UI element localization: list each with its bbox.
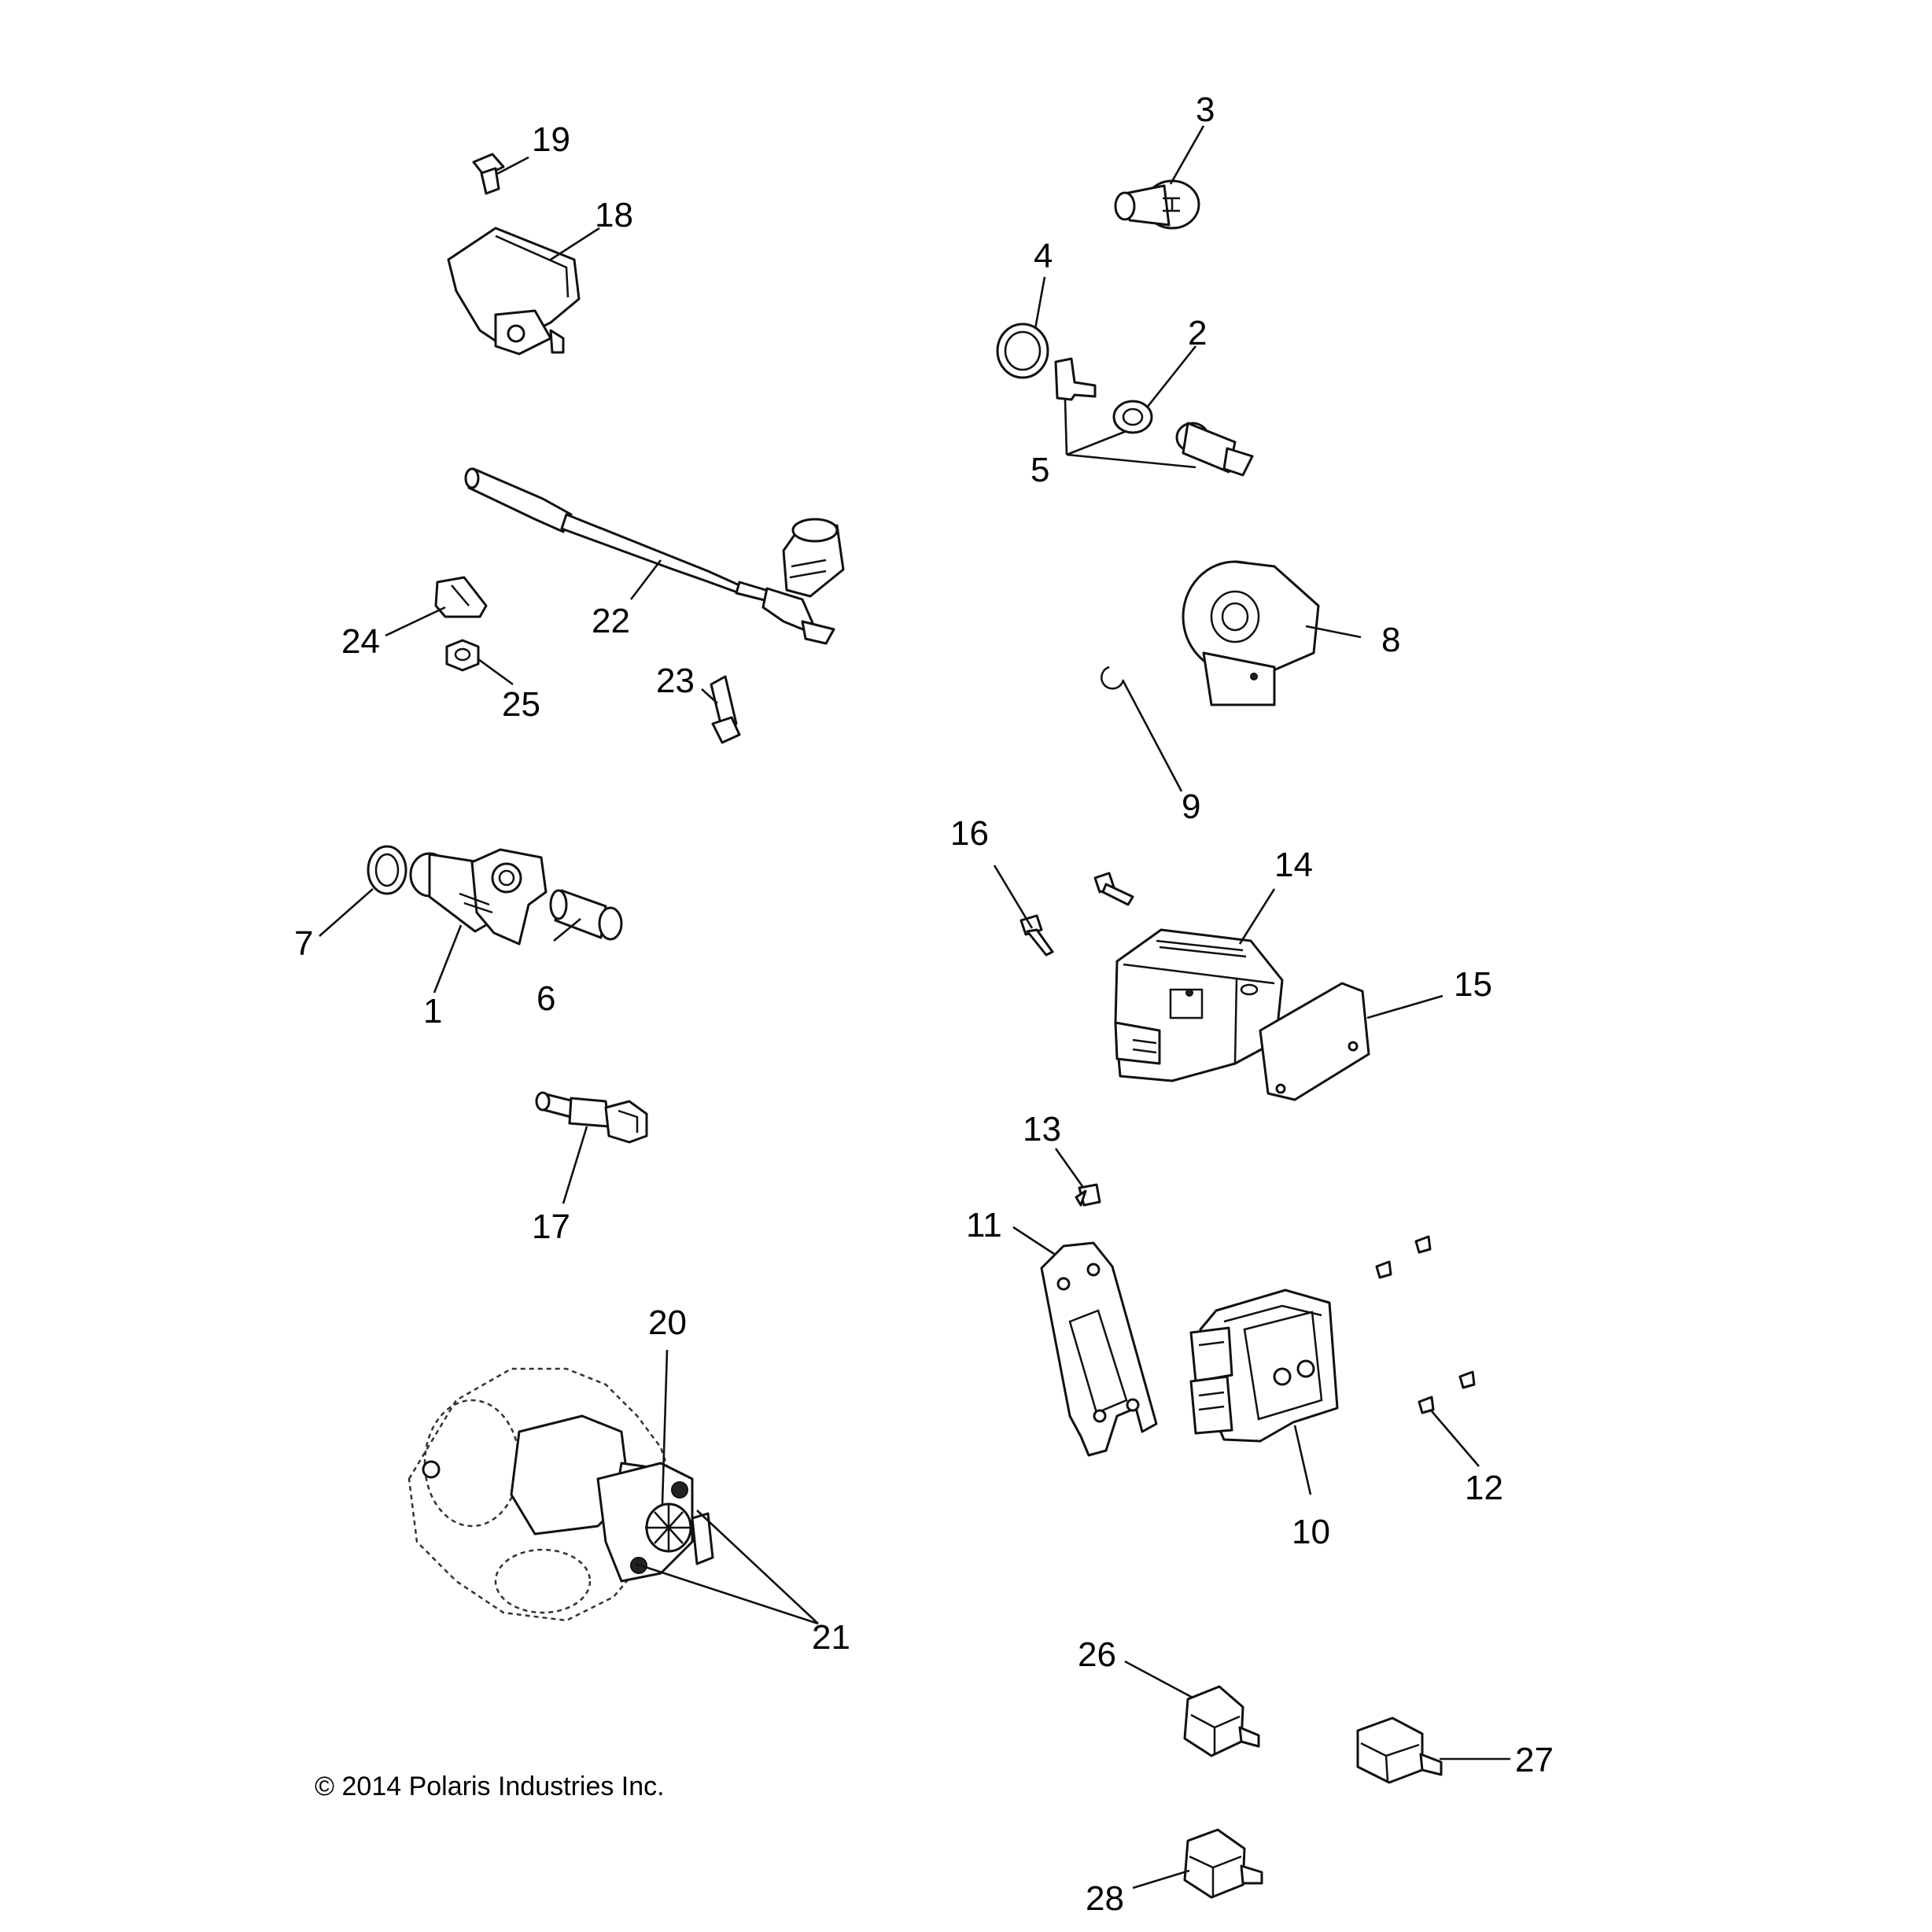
callout-26: 26 [1078, 1635, 1116, 1674]
callout-labels: 19 18 3 4 2 5 8 9 22 24 25 23 7 1 6 17 1… [294, 90, 1554, 1918]
callout-23: 23 [656, 662, 695, 700]
callout-10: 10 [1292, 1513, 1330, 1551]
callout-8: 8 [1381, 621, 1400, 659]
callout-1: 1 [423, 992, 442, 1031]
part-14-housing [1114, 928, 1284, 1082]
part-20-throttle-body [407, 1367, 714, 1622]
part-27-switch [1356, 1716, 1443, 1784]
callout-25: 25 [502, 685, 540, 724]
part-26-switch [1183, 1685, 1260, 1757]
callout-28: 28 [1086, 1879, 1124, 1918]
callout-24: 24 [341, 622, 380, 661]
part-24-clamp [434, 576, 488, 618]
callout-17: 17 [532, 1208, 570, 1246]
part-17-temp-sensor [535, 1091, 648, 1144]
callout-19: 19 [532, 120, 570, 159]
part-13-screw [1075, 1183, 1101, 1207]
part-5-sensor [1175, 422, 1254, 477]
part-5-tab [1054, 357, 1097, 401]
callout-20: 20 [648, 1303, 687, 1342]
callout-18: 18 [595, 196, 633, 234]
part-14-screw [1093, 872, 1134, 906]
part-25-nut [445, 639, 480, 672]
callout-11: 11 [966, 1206, 1002, 1244]
part-7-o-ring [367, 845, 407, 895]
copyright-notice: © 2014 Polaris Industries Inc. [315, 1772, 665, 1801]
part-11-bracket [1040, 1241, 1158, 1457]
part-4-cap [996, 323, 1049, 379]
part-2-washer [1112, 400, 1153, 434]
callout-9: 9 [1182, 787, 1200, 826]
part-6-dowel [549, 889, 623, 941]
callout-14: 14 [1274, 846, 1313, 884]
callout-2: 2 [1188, 314, 1207, 352]
callout-4: 4 [1034, 237, 1053, 275]
callout-22: 22 [592, 602, 630, 640]
part-10-ecu [1189, 1289, 1339, 1443]
part-8-knock-sensor [1182, 560, 1320, 706]
callout-13: 13 [1023, 1110, 1061, 1149]
leader-lines [319, 125, 1510, 1890]
part-18-map-sensor [447, 227, 581, 356]
callout-16: 16 [950, 814, 989, 853]
callout-27: 27 [1515, 1741, 1554, 1779]
part-3-plug [1114, 179, 1200, 230]
part-1-cam-sensor [409, 848, 548, 946]
part-22-speed-sensor [464, 467, 845, 645]
part-23-bolt [710, 675, 741, 744]
part-19-bolt [472, 153, 505, 195]
part-28-switch [1183, 1828, 1263, 1899]
callout-15: 15 [1454, 965, 1492, 1004]
callout-5: 5 [1031, 451, 1049, 489]
callout-6: 6 [536, 979, 555, 1018]
part-9-clip [1101, 666, 1125, 690]
callout-12: 12 [1465, 1469, 1503, 1507]
callout-21: 21 [812, 1618, 850, 1657]
part-15-gasket [1259, 982, 1370, 1101]
part-16-screw [1019, 914, 1054, 957]
callout-7: 7 [294, 924, 313, 963]
part-12-screws [1375, 1235, 1476, 1414]
callout-3: 3 [1196, 90, 1215, 129]
